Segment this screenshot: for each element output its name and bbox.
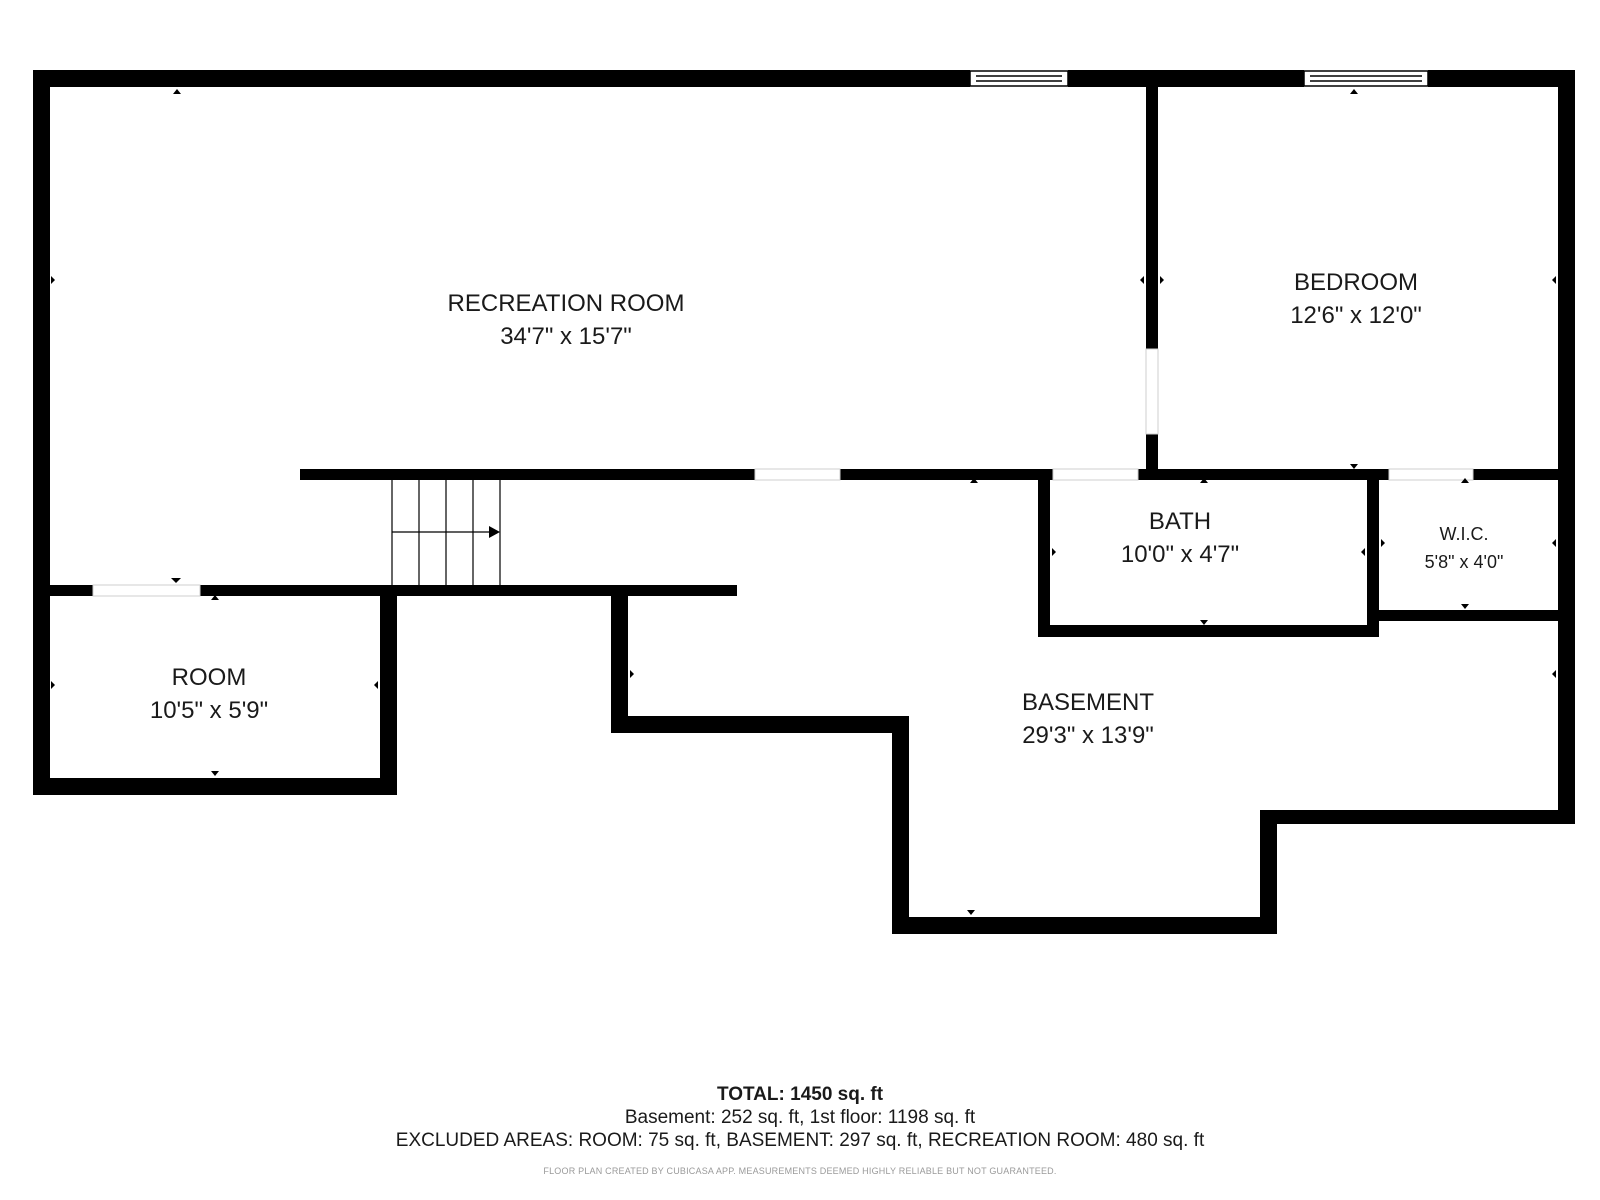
wall-wic-bottom: [1367, 610, 1575, 621]
wic-dims: 5'8" x 4'0": [1425, 552, 1504, 572]
wall-basement-notch: [1260, 810, 1277, 934]
area-excluded: EXCLUDED AREAS: ROOM: 75 sq. ft, BASEMEN…: [395, 1130, 1205, 1151]
wall-basement-right-bottom: [1260, 810, 1575, 824]
room-name: ROOM: [172, 664, 247, 691]
wall-rec-bottom-b: [840, 469, 1053, 480]
door-room: [92, 584, 201, 597]
window-bedroom: [1303, 70, 1429, 87]
wall-bath-bottom: [1038, 625, 1378, 637]
bedroom-dims: 12'6" x 12'0": [1290, 302, 1422, 329]
wall-top-right: [1428, 70, 1575, 87]
wall-rec-bedroom-upper: [1146, 87, 1158, 349]
door-openings: [92, 348, 1474, 597]
wall-basement-left: [892, 716, 909, 934]
door-rec-bedroom: [1145, 348, 1159, 435]
wall-basement-step: [611, 716, 909, 733]
room-dims: 10'5" x 5'9": [150, 697, 268, 724]
area-total-value: 1450 sq. ft: [790, 1084, 884, 1105]
wall-basement-bottom: [892, 917, 1277, 934]
credit-note: FLOOR PLAN CREATED BY CUBICASA APP. MEAS…: [543, 1166, 1057, 1176]
door-bath: [1052, 468, 1139, 481]
recreation-room-dims: 34'7" x 15'7": [500, 323, 632, 350]
room-labels: RECREATION ROOM 34'7" x 15'7" BEDROOM 12…: [150, 269, 1503, 749]
area-floors: Basement: 252 sq. ft, 1st floor: 1198 sq…: [624, 1107, 976, 1128]
recreation-room-name: RECREATION ROOM: [448, 290, 685, 317]
wall-right: [1558, 70, 1575, 824]
bath-dims: 10'0" x 4'7": [1121, 541, 1239, 568]
wall-left: [33, 70, 50, 795]
wall-rec-bedroom-lower: [1146, 434, 1158, 478]
wall-top-mid: [1068, 70, 1304, 87]
stairs-arrow-icon: [489, 526, 500, 538]
area-total: TOTAL: 1450 sq. ft: [0, 1084, 1600, 1106]
wall-rec-bottom-c: [1138, 469, 1389, 480]
wall-room-top-b: [200, 585, 737, 596]
wall-rec-bottom-d: [1473, 469, 1575, 480]
wall-bath-left: [1038, 469, 1050, 637]
basement-dims: 29'3" x 13'9": [1022, 722, 1154, 749]
wall-top-left: [33, 70, 970, 87]
wall-room-bottom: [33, 778, 397, 795]
windows: [969, 70, 1429, 87]
window-recreation: [969, 70, 1069, 87]
walls: [33, 70, 1575, 934]
door-rec-basement: [754, 468, 841, 481]
wall-room-top-a: [33, 585, 93, 596]
stairs: [391, 480, 501, 585]
wall-rec-bottom-a: [300, 469, 755, 480]
wall-bath-right: [1367, 469, 1379, 637]
wall-room-right: [380, 585, 397, 795]
dimension-ticks: [51, 89, 1556, 915]
bedroom-name: BEDROOM: [1294, 269, 1418, 296]
area-total-label: TOTAL:: [716, 1084, 785, 1105]
basement-name: BASEMENT: [1022, 689, 1154, 716]
bath-name: BATH: [1149, 508, 1211, 535]
door-wic: [1388, 468, 1474, 481]
wall-basement-stub: [611, 596, 628, 733]
wic-name: W.I.C.: [1440, 524, 1489, 544]
